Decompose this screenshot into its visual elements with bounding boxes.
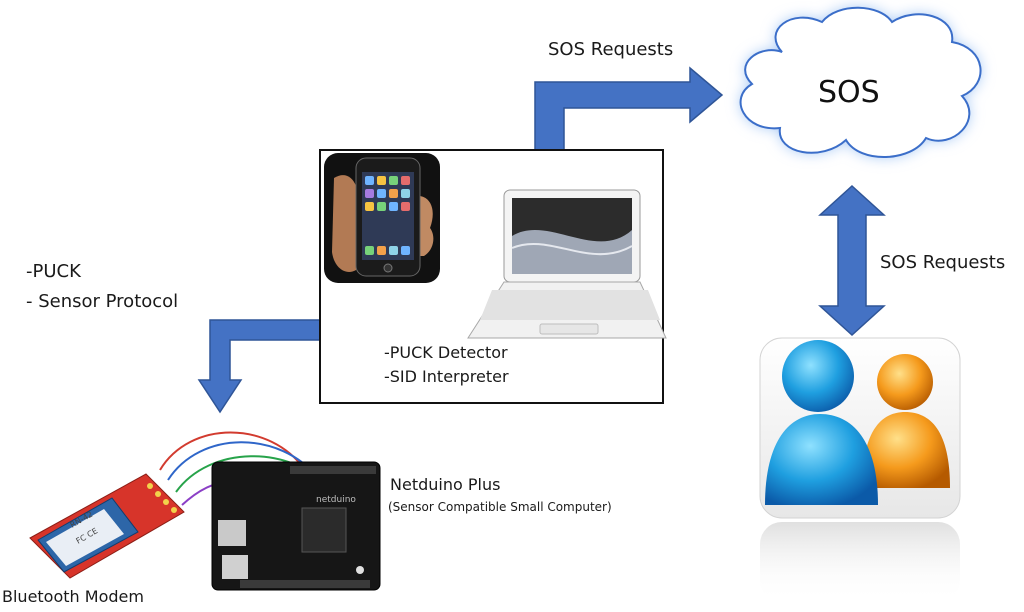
label-sos-requests-right: SOS Requests <box>880 252 1006 273</box>
cloud-label: SOS <box>818 75 880 110</box>
label-bluetooth-modem: Bluetooth Modem <box>2 587 144 606</box>
netduino-brand-text: netduino <box>316 495 356 505</box>
cloud-icon <box>739 6 982 158</box>
label-sos-requests-top: SOS Requests <box>548 39 674 60</box>
netduino-board: netduino <box>211 461 381 591</box>
label-sid-interpreter: -SID Interpreter <box>384 367 509 386</box>
bluetooth-modem-board: RN-42 FC CE <box>29 473 185 579</box>
users-icon <box>759 337 961 602</box>
label-puck-detector: -PUCK Detector <box>384 343 508 362</box>
label-netduino-subtitle: (Sensor Compatible Small Computer) <box>388 500 612 514</box>
laptop-icon <box>467 189 667 339</box>
label-netduino-plus: Netduino Plus <box>390 475 501 494</box>
arrow-hub-to-cloud <box>534 66 724 173</box>
label-sensor-protocol: - Sensor Protocol <box>26 291 179 312</box>
label-puck: -PUCK <box>26 261 81 282</box>
arrow-cloud-users <box>818 184 886 337</box>
iphone-in-hand-icon <box>324 153 440 283</box>
